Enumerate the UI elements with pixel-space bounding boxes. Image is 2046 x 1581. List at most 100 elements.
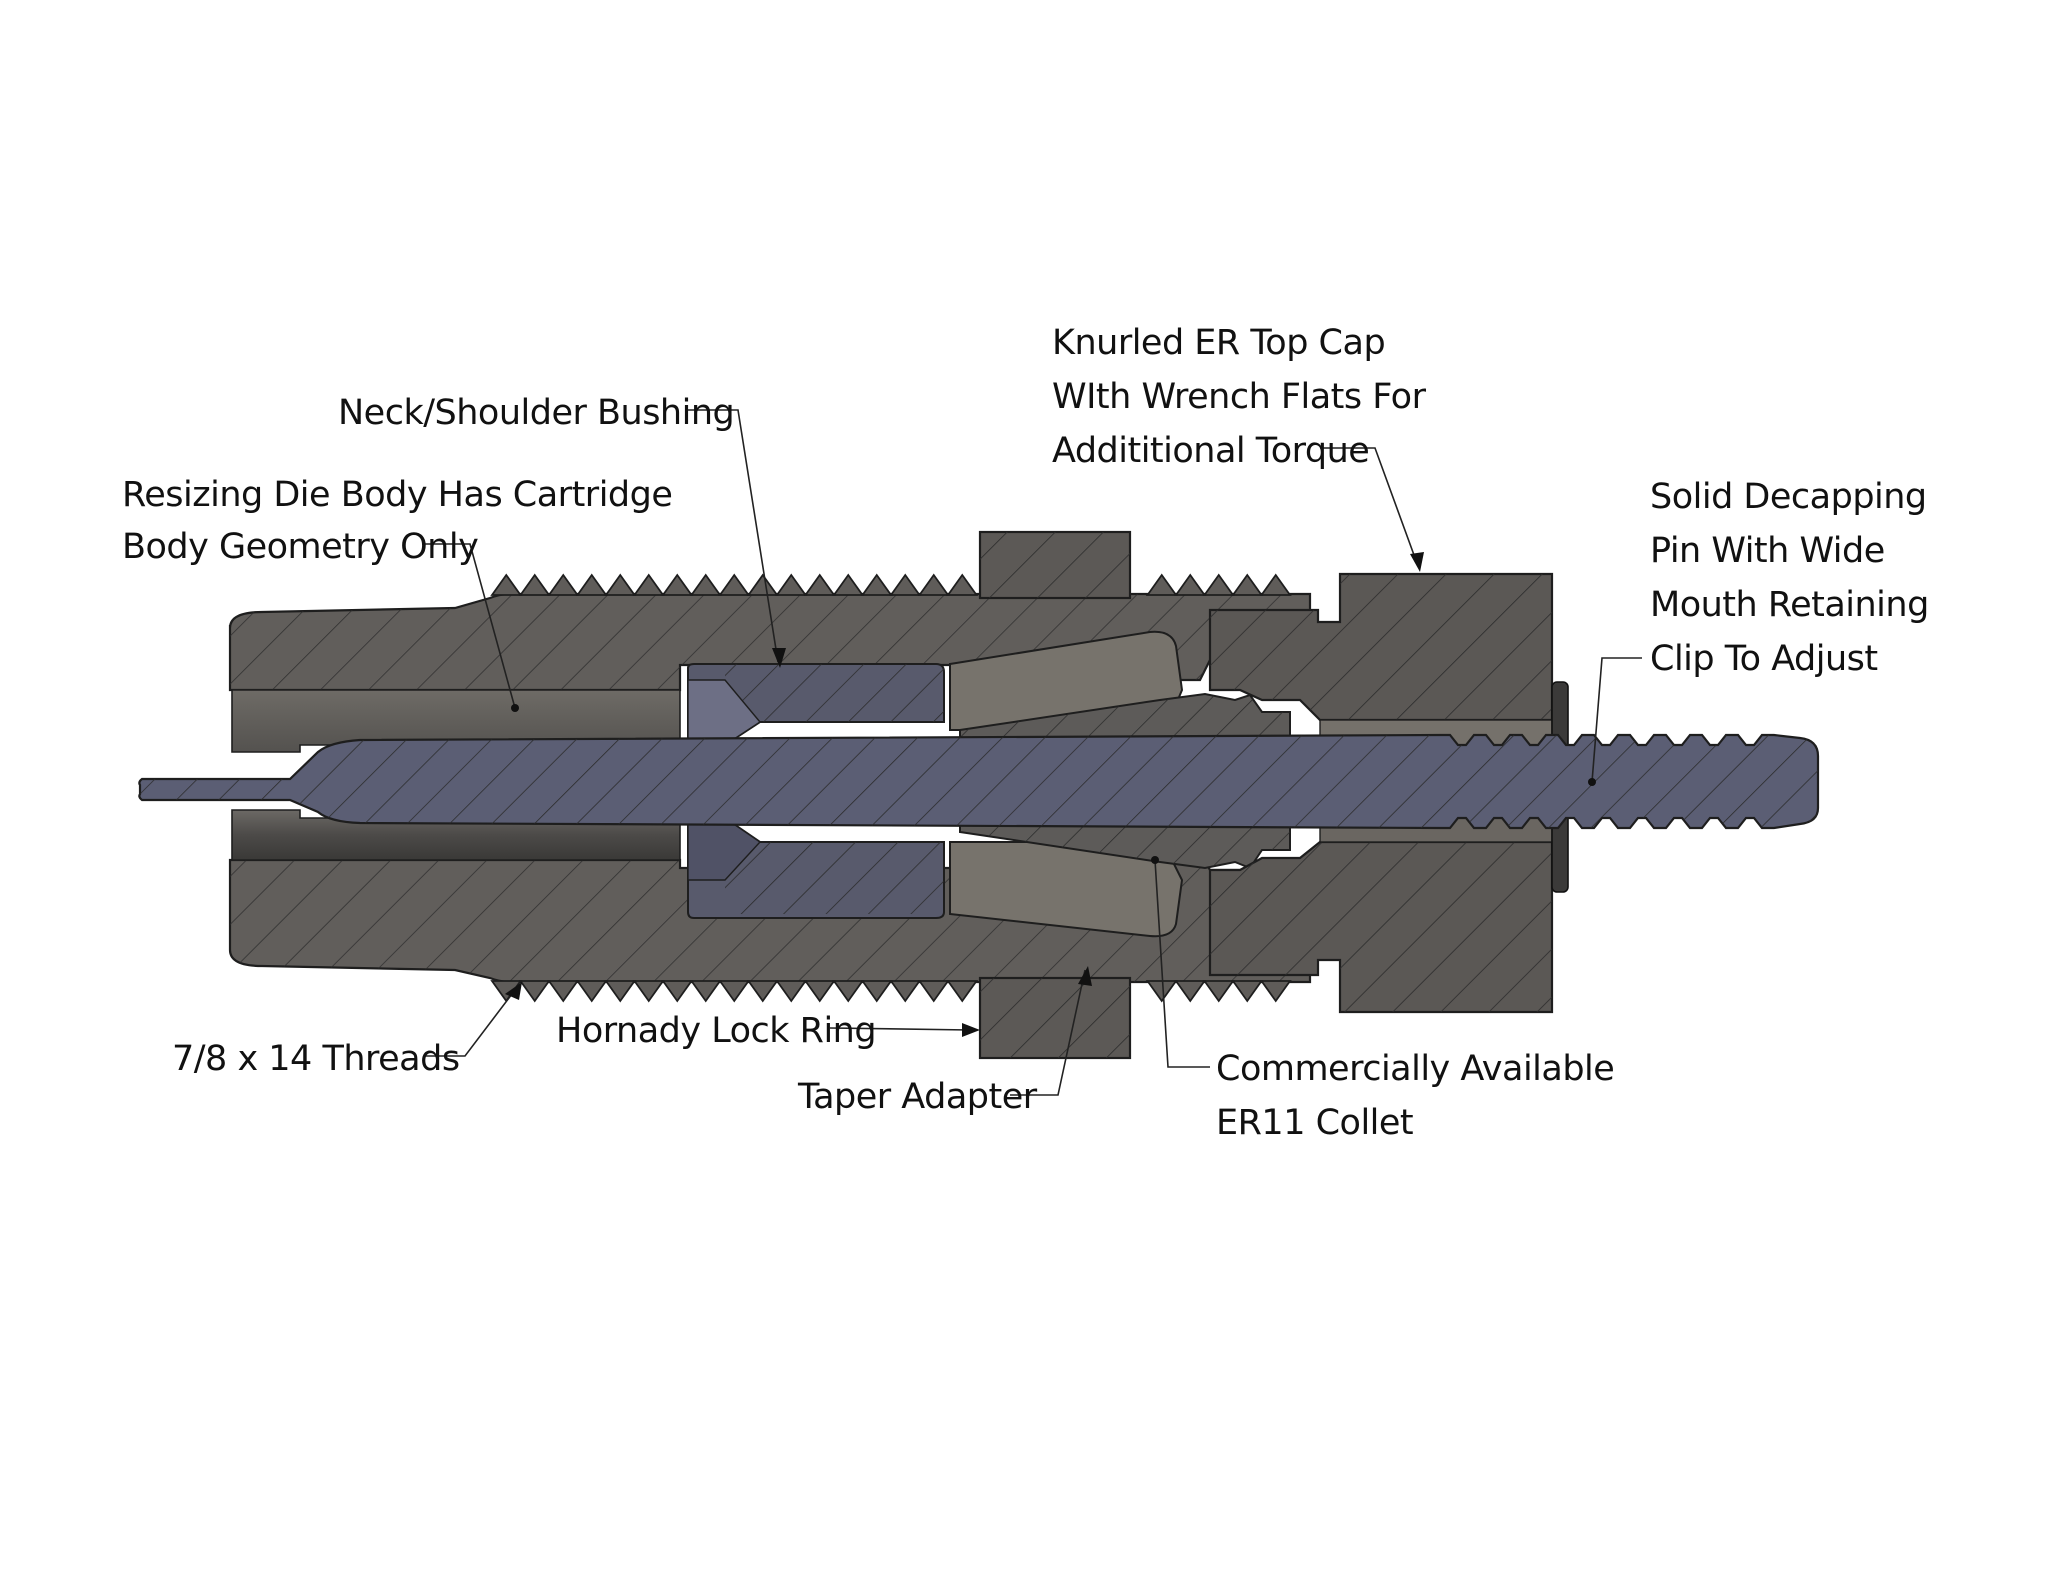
label-taper-adapter: Taper Adapter — [797, 1077, 1038, 1117]
leader-neck-bushing-arrow — [772, 648, 786, 668]
thread-tooth — [1145, 573, 1178, 596]
thread-tooth — [775, 980, 808, 1003]
neck-shoulder-bushing — [687, 663, 945, 919]
leader-decap-pin-dot — [1588, 778, 1596, 786]
leader-neck-bushing — [688, 409, 779, 663]
leader-top-cap-arrow — [1410, 552, 1424, 572]
thread-tooth — [575, 980, 608, 1003]
leader-lock-ring — [829, 1027, 971, 1031]
thread-tooth — [946, 573, 979, 596]
thread-tooth — [518, 573, 551, 596]
label-decap-pin-line-1: Solid Decapping — [1650, 477, 1927, 517]
label-neck-bushing-line: Neck/Shoulder Bushing — [338, 393, 734, 433]
thread-tooth — [1259, 980, 1292, 1003]
label-top-cap-line-1: Knurled ER Top Cap — [1052, 323, 1385, 363]
leader-die-body-dot — [511, 704, 519, 712]
thread-tooth — [604, 573, 637, 596]
thread-tooth — [1259, 573, 1292, 596]
thread-teeth-top — [490, 573, 1292, 596]
label-taper-adapter-line: Taper Adapter — [797, 1077, 1038, 1117]
thread-tooth — [689, 573, 722, 596]
leader-die-body — [422, 543, 516, 709]
leader-threads — [425, 989, 516, 1057]
label-die-body: Resizing Die Body Has Cartridge Body Geo… — [122, 475, 683, 567]
thread-tooth — [661, 980, 694, 1003]
thread-tooth — [547, 980, 580, 1003]
thread-tooth — [946, 980, 979, 1003]
label-decap-pin-line-3: Mouth Retaining — [1650, 585, 1929, 625]
thread-tooth — [803, 573, 836, 596]
thread-teeth-bottom — [490, 980, 1292, 1003]
thread-tooth — [832, 980, 865, 1003]
lock-ring-bottom-hatch — [980, 978, 1130, 1058]
thread-tooth — [917, 980, 950, 1003]
thread-tooth — [689, 980, 722, 1003]
thread-tooth — [746, 573, 779, 596]
thread-tooth — [632, 573, 665, 596]
top-cap-lower-hatch — [1210, 842, 1552, 1012]
label-neck-bushing: Neck/Shoulder Bushing — [338, 393, 734, 433]
label-decap-pin: Solid Decapping Pin With Wide Mouth Reta… — [1650, 477, 1939, 679]
bushing-cone-face-top — [687, 679, 762, 746]
thread-tooth — [604, 980, 637, 1003]
thread-tooth — [718, 573, 751, 596]
thread-tooth — [889, 980, 922, 1003]
leader-taper-adapter — [1010, 969, 1086, 1096]
leader-collet-dot — [1151, 856, 1159, 864]
thread-tooth — [889, 573, 922, 596]
label-top-cap-line-2: WIth Wrench Flats For — [1052, 377, 1427, 417]
leader-lines — [422, 409, 1642, 1096]
thread-tooth — [1174, 573, 1207, 596]
thread-tooth — [1202, 980, 1235, 1003]
thread-tooth — [547, 573, 580, 596]
thread-tooth — [1174, 980, 1207, 1003]
bushing-upper-hatch — [725, 664, 944, 722]
callout-labels: Neck/Shoulder Bushing Resizing Die Body … — [122, 323, 1939, 1143]
solid-decapping-pin — [138, 733, 1820, 830]
label-die-body-line-2: Body Geometry Only — [122, 527, 478, 567]
leader-lock-ring-arrow — [962, 1023, 980, 1037]
bushing-lower-hatch — [725, 842, 944, 914]
leader-threads-arrow — [505, 982, 522, 1000]
thread-tooth — [832, 573, 865, 596]
label-collet: Commercially Available ER11 Collet — [1216, 1049, 1625, 1143]
thread-tooth — [1202, 573, 1235, 596]
label-collet-line-2: ER11 Collet — [1216, 1103, 1413, 1143]
thread-tooth — [746, 980, 779, 1003]
label-die-body-line-1: Resizing Die Body Has Cartridge — [122, 475, 672, 515]
hornady-lock-ring — [978, 530, 1132, 1060]
decapping-rod-hatch — [139, 735, 1818, 828]
thread-tooth — [490, 573, 523, 596]
thread-tooth — [1231, 573, 1264, 596]
thread-tooth — [632, 980, 665, 1003]
thread-tooth — [1231, 980, 1264, 1003]
thread-tooth — [860, 980, 893, 1003]
label-decap-pin-line-4: Clip To Adjust — [1650, 639, 1878, 679]
leader-decap-pin — [1591, 657, 1642, 783]
leader-taper-adapter-arrow — [1078, 966, 1092, 986]
thread-tooth — [860, 573, 893, 596]
label-decap-pin-line-2: Pin With Wide — [1650, 531, 1885, 571]
thread-tooth — [803, 980, 836, 1003]
label-collet-line-1: Commercially Available — [1216, 1049, 1614, 1089]
taper-adapter-lower — [949, 841, 1184, 938]
thread-tooth — [718, 980, 751, 1003]
die-bore-upper — [231, 689, 681, 753]
thread-tooth — [775, 573, 808, 596]
label-threads: 7/8 x 14 Threads — [172, 1039, 460, 1079]
thread-tooth — [1145, 980, 1178, 1003]
label-top-cap-line-3: Addititional Torque — [1052, 431, 1369, 471]
label-threads-line: 7/8 x 14 Threads — [172, 1039, 460, 1079]
thread-tooth — [661, 573, 694, 596]
label-top-cap: Knurled ER Top Cap WIth Wrench Flats For… — [1052, 323, 1436, 471]
leader-top-cap — [1320, 447, 1419, 567]
thread-tooth — [917, 573, 950, 596]
thread-tooth — [575, 573, 608, 596]
thread-tooth — [518, 980, 551, 1003]
label-lock-ring: Hornady Lock Ring — [556, 1011, 876, 1051]
knurled-er-top-cap — [1208, 572, 1569, 1014]
label-lock-ring-line: Hornady Lock Ring — [556, 1011, 876, 1051]
lock-ring-top-hatch — [980, 532, 1130, 598]
